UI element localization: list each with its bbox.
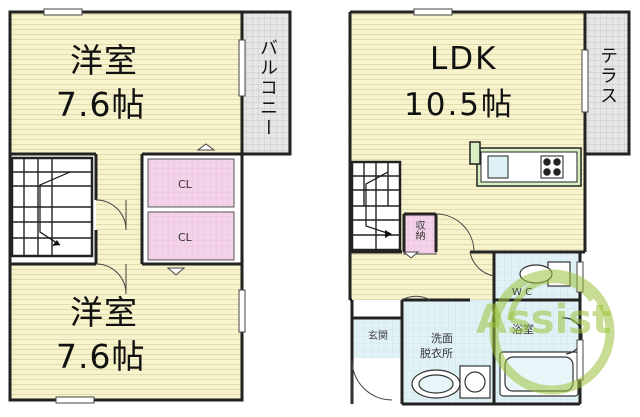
room-upper <box>10 12 242 154</box>
storage-area <box>403 213 437 255</box>
bathroom-label: 浴室 <box>512 323 534 336</box>
terrace-area <box>583 10 631 156</box>
watermark-logo <box>489 269 615 395</box>
hall-area <box>350 252 495 300</box>
washroom-label-line2: 脱衣所 <box>420 347 453 360</box>
washroom-label-line1: 洗面 <box>431 332 453 345</box>
staircase-left <box>10 156 94 258</box>
room-upper-name: 洋室 <box>70 41 138 80</box>
staircase-right <box>350 160 402 252</box>
right-floor <box>348 8 631 406</box>
closet-1-label: CL <box>178 178 192 191</box>
kitchen-counter <box>469 141 582 187</box>
entrance-area <box>352 318 402 358</box>
balcony-label: バルコニー <box>257 38 278 138</box>
storage-label: 収納 <box>413 220 424 240</box>
left-floor <box>8 8 292 404</box>
entrance-label: 玄関 <box>368 331 388 342</box>
closet-1 <box>147 158 235 208</box>
room-lower-size: 7.6帖 <box>56 337 146 376</box>
room-lower-name: 洋室 <box>70 293 138 332</box>
ldk-size: 10.5帖 <box>404 87 515 123</box>
toilet-label: W C <box>512 287 533 298</box>
closet-2-label: CL <box>178 231 192 244</box>
room-upper-size: 7.6帖 <box>56 85 146 124</box>
closet-2 <box>147 211 235 261</box>
terrace-label: テラス <box>597 46 618 106</box>
ldk-name: LDK <box>430 41 498 77</box>
watermark-text: Assist <box>476 297 612 343</box>
hallway-floor <box>96 154 142 264</box>
